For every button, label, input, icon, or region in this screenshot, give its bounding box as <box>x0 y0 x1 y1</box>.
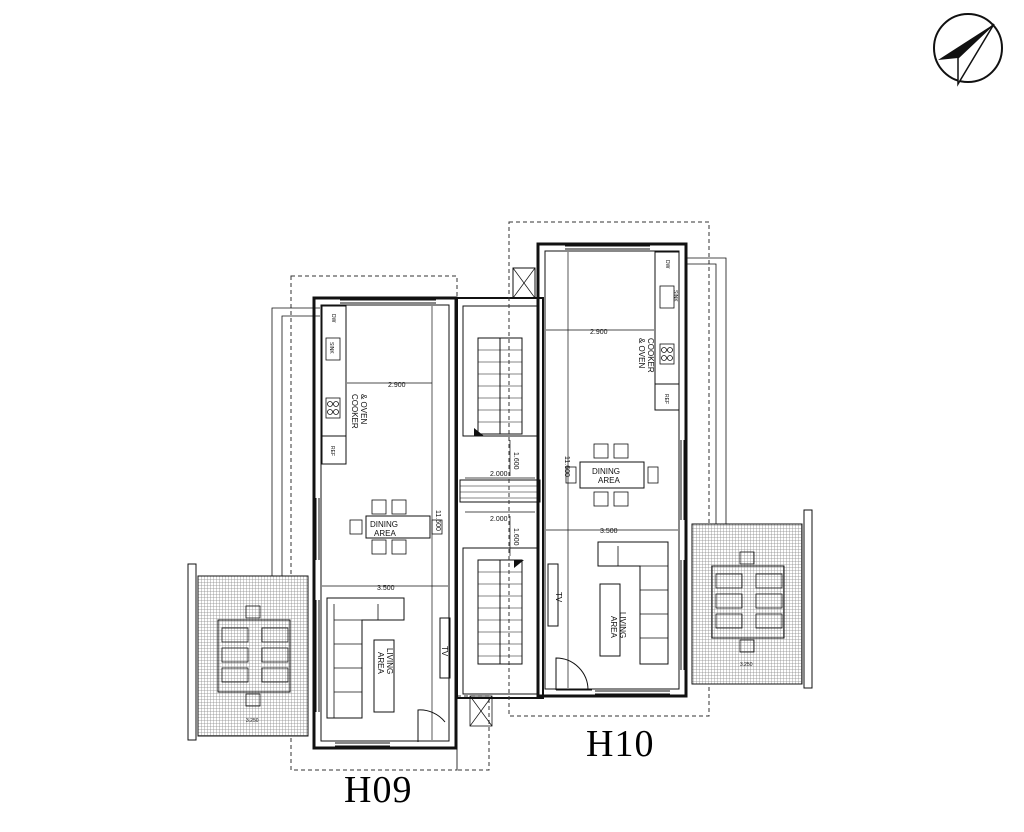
living-area-label-h09: AREA <box>376 652 385 674</box>
sofa <box>326 597 405 719</box>
stair-landing-depth-1: 1.600 <box>512 452 519 470</box>
sink-label-h10: SINK <box>672 290 678 302</box>
dim-length-h10: 11.600 <box>563 456 570 477</box>
dining-area-label-h10: AREA <box>598 476 620 485</box>
terrace-dim-h09: 3.250 <box>246 718 259 724</box>
tv-label-h10: TV <box>554 592 563 603</box>
dim-width-upper-h09: 2.900 <box>388 382 406 389</box>
unit-label-h10: H10 <box>586 723 655 765</box>
sofa <box>597 541 669 665</box>
dim-length-h09: 11.600 <box>434 510 441 531</box>
cooker-label-h09: COOKER <box>350 394 359 429</box>
stair-landing-width-1: 2.000 <box>490 471 508 478</box>
unit-label-h09: H09 <box>344 769 413 811</box>
oven-label-h09: & OVEN <box>359 394 368 424</box>
terrace-h10 <box>691 509 813 689</box>
dim-width-lower-h10: 3.500 <box>600 528 618 535</box>
dining-table <box>565 443 659 507</box>
stair-landing-width-2: 2.000 <box>490 516 508 523</box>
dim-width-upper-h10: 2.900 <box>590 329 608 336</box>
dining-label-h09: DINING <box>370 520 398 529</box>
terrace-dim-h10: 3.250 <box>740 662 753 668</box>
living-label-h09: LIVING <box>385 648 394 674</box>
ref-label-h09: REF <box>329 446 335 456</box>
unit-h10-plan <box>469 221 727 727</box>
dining-area-label-h09: AREA <box>374 529 396 538</box>
cooker-label-h10: COOKER <box>646 338 655 373</box>
dw-label-h10: DW <box>664 260 670 269</box>
dim-width-lower-h09: 3.500 <box>377 585 395 592</box>
stair-core <box>456 297 544 699</box>
ref-label-h10: REF <box>663 394 669 404</box>
tv-label-h09: TV <box>440 646 449 657</box>
oven-label-h10: & OVEN <box>637 338 646 368</box>
terrace-h09 <box>187 563 309 741</box>
dining-label-h10: DINING <box>592 467 620 476</box>
sink-label-h09: SINK <box>328 342 334 354</box>
unit-h09-plan <box>271 275 490 771</box>
north-arrow-icon <box>933 13 1003 87</box>
stair-landing-depth-2: 1.600 <box>512 528 519 546</box>
dining-table <box>349 499 443 555</box>
dw-label-h09: DW <box>330 314 336 323</box>
living-label-h10: LIVING <box>618 612 627 638</box>
living-area-label-h10: AREA <box>609 616 618 638</box>
